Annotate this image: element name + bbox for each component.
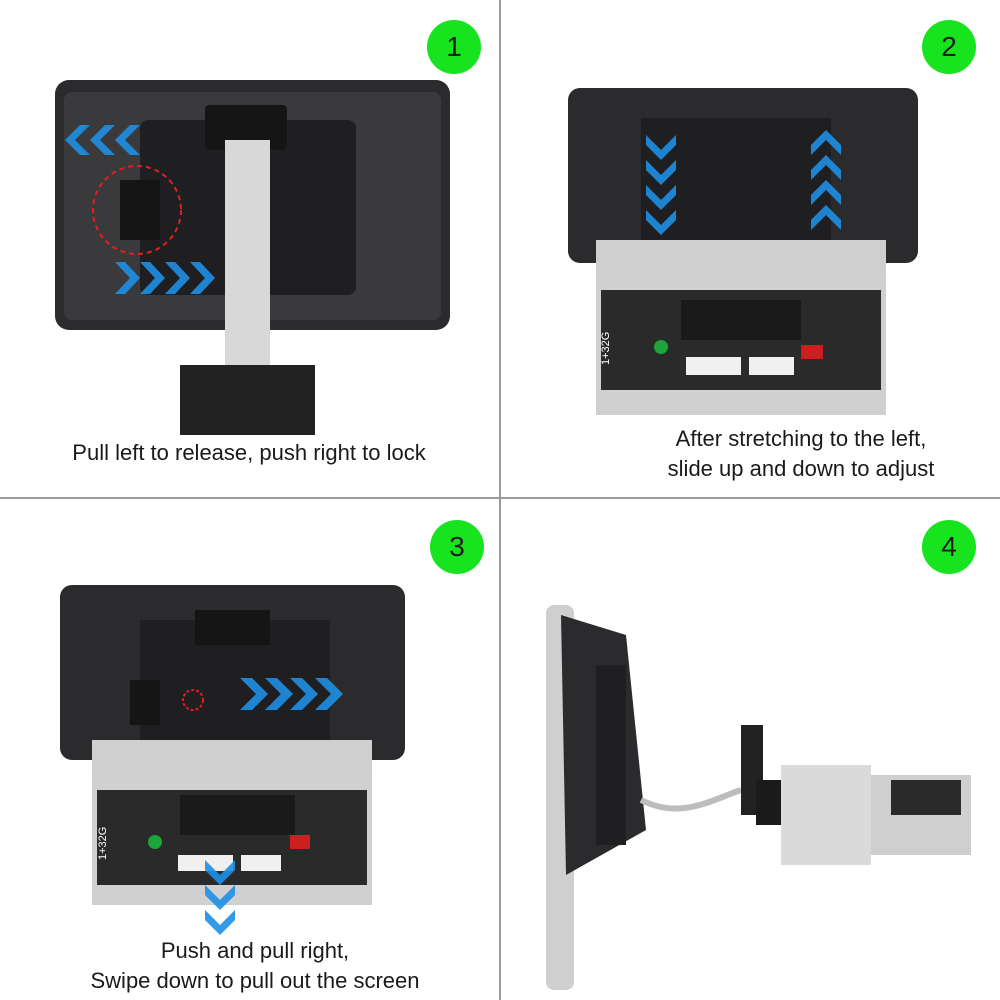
connector-b [749,357,794,375]
green-port [654,340,668,354]
step-number-badge: 1 [427,20,481,74]
step-4-panel: 4 [501,500,999,996]
caption-line: Pull left to release, push right to lock [72,440,426,465]
step-3-illustration: 1+32G [60,585,405,935]
ribbon-cable [225,140,270,375]
arrows-right [240,678,343,710]
arrows-right [115,262,215,294]
unit-label: 1+32G [97,827,109,860]
step-number-badge: 3 [430,520,484,574]
step-2-caption: After stretching to the left, slide up a… [621,424,981,484]
lock-latch [120,180,160,240]
horizontal-divider [0,497,1000,499]
bracket-plate [641,118,831,258]
step-number-badge: 4 [922,520,976,574]
arrows-down [646,135,676,235]
arrows-left [65,125,140,155]
connector-b [241,855,281,871]
red-connector [290,835,310,849]
step-2-panel: 2 1+32G After stretching to the left, sl… [501,0,999,496]
step-1-illustration [55,80,450,435]
heatsink [180,795,295,835]
caption-line: After stretching to the left, [675,426,927,451]
unit-top-cover [596,240,886,280]
step-4-illustration [546,605,971,990]
step-number-badge: 2 [922,20,976,74]
step-1-caption: Pull left to release, push right to lock [0,438,498,468]
caption-line: slide up and down to adjust [667,456,935,481]
step-2-illustration: 1+32G [568,88,918,415]
arrows-down [205,860,235,935]
step-1-panel: 1 Pull left to release, push right to lo… [0,0,498,496]
green-port [148,835,162,849]
arrows-up [811,130,841,230]
step-3-caption: Push and pull right, Swipe down to pull … [0,936,510,996]
caption-line: Swipe down to pull out the screen [90,968,420,993]
caption-line: Push and pull right, [160,938,350,963]
lock-latch [130,680,160,725]
red-connector [801,345,823,359]
bracket-clip [195,610,270,645]
highlight-circle [92,165,182,255]
vertical-divider [499,0,501,1000]
heatsink [891,780,961,815]
connector-a [686,357,741,375]
bracket-clip [205,105,287,150]
step-3-panel: 3 1+32G Push and pull right, Swipe down … [0,500,498,996]
heatsink [681,300,801,340]
unit-top-cover [92,740,372,780]
ribbon-cable [639,787,742,812]
highlight-circle [182,689,204,711]
mount-bracket [180,365,315,435]
unit-chassis [781,765,871,865]
unit-label: 1+32G [600,332,612,365]
bracket-plate [596,665,626,845]
